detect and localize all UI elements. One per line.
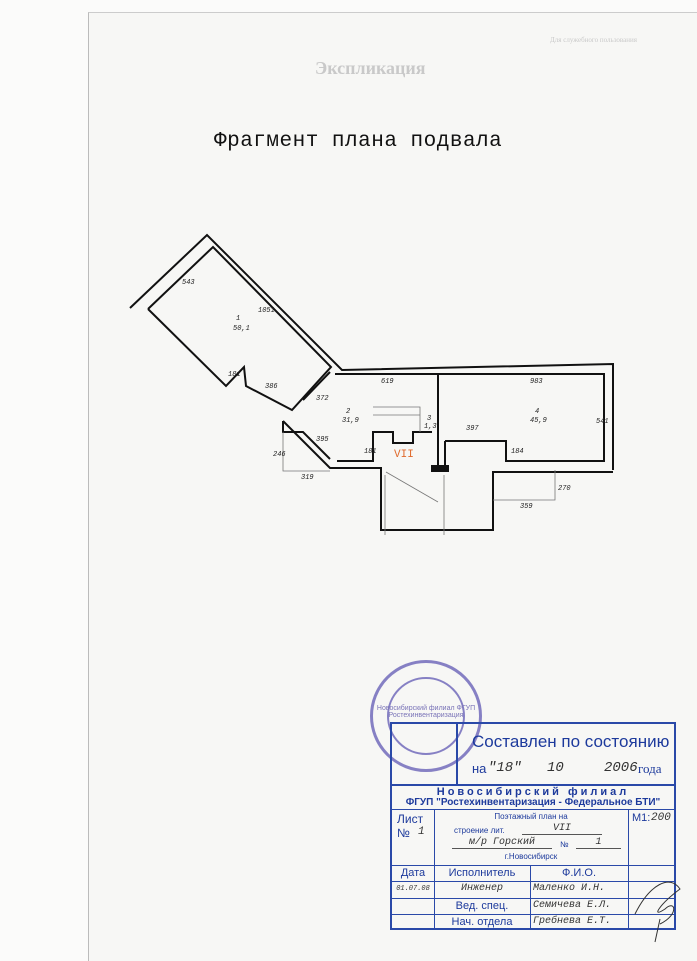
room-3-number: 3 [427,415,431,423]
room-4-number: 4 [535,408,539,416]
house-no: 1 [576,837,621,849]
stair-wall [282,421,331,460]
sheet-no: 1 [418,826,425,838]
room-2-area: 31,9 [342,417,359,425]
row-3-name: Гребнева Е.Т. [533,916,612,927]
room-3-area: 1,3 [424,423,437,431]
dim-label: 395 [316,436,329,444]
dim-label: 543 [182,279,195,287]
building-value: VII [522,823,602,835]
dim-label: 359 [520,503,533,511]
dim-label: 270 [558,485,571,493]
dim-label: 319 [301,474,314,482]
sheet-label: Лист [397,812,424,826]
state-label: Составлен по состоянию [472,732,670,751]
no-label: № [560,840,569,849]
row-1-name: Маленко И.Н. [533,883,606,894]
room-2-inner [337,431,432,462]
dim-label: 619 [381,378,394,386]
dim-label: 372 [316,395,329,403]
room-1-number: 1 [236,315,240,323]
district: м/р Горский [452,837,552,849]
room-1-inner [147,245,333,412]
header-executor: Исполнитель [448,867,516,879]
row-2-role: Вед. спец. [455,900,509,912]
plan-label: Поэтажный план на [494,812,568,821]
city: г.Новосибирск [504,852,558,861]
header-date: Дата [400,867,426,879]
outer-wall-bottom [282,420,613,531]
date-suffix: года [638,761,662,776]
scale-label: М1: [632,812,651,824]
row-1-role: Инженер [460,883,503,894]
dim-label: 184 [511,448,524,456]
room-labels: 1 50,1 2 31,9 3 1,3 4 45,9 VII [233,315,547,461]
room-1-area: 50,1 [233,325,250,333]
row-2-name: Семичева Е.Л. [533,900,612,911]
dim-label: 246 [273,451,286,459]
sheet-no-label: № [397,826,410,840]
building-letter: VII [394,449,414,461]
header-name: Ф.И.О. [562,867,596,879]
page-title: Фрагмент плана подвала [214,130,503,153]
dim-label: 181 [228,371,241,379]
walls [129,233,614,531]
building-label: строение лит. [454,826,505,835]
dim-label: 983 [530,378,543,386]
door-wall [302,371,331,401]
scale-value: 200 [651,812,671,824]
room-4-inner [335,373,605,462]
dim-label: 386 [265,383,278,391]
date-day: "18" [488,760,522,776]
stamp-text: Новосибирский филиал ФГУП Ростехинвентар… [376,705,476,719]
partition [437,374,446,468]
ghost-corner-text: Для служебного пользования [550,36,637,44]
official-stamp: Новосибирский филиал ФГУП Ростехинвентар… [370,660,482,772]
dim-label: 181 [364,448,377,456]
branch-name: Новосибирский филиал [436,786,630,798]
org-name: ФГУП "Ростехинвентаризация - Федеральное… [405,797,661,808]
row-3-role: Нач. отдела [451,916,513,928]
title-block: Составлен по состоянию на "18" 10 2006 г… [390,722,681,943]
row-1-date: 01.07.08 [396,885,430,893]
date-year: 2006 [604,760,638,776]
dimension-lines [282,406,556,535]
room-2-number: 2 [346,408,350,416]
dim-label: 541 [596,418,609,426]
dim-label: 1051 [258,307,275,315]
room-4-area: 45,9 [530,417,547,425]
dimension-labels: 543 1051 181 386 372 619 983 541 397 184… [182,279,609,511]
outer-wall-top [129,233,614,470]
ghost-header: Экспликация [315,58,426,78]
date-month: 10 [547,760,564,776]
date-prefix: на [472,761,487,776]
document-page [88,12,697,961]
signature [634,881,681,943]
dim-label: 397 [466,425,479,433]
